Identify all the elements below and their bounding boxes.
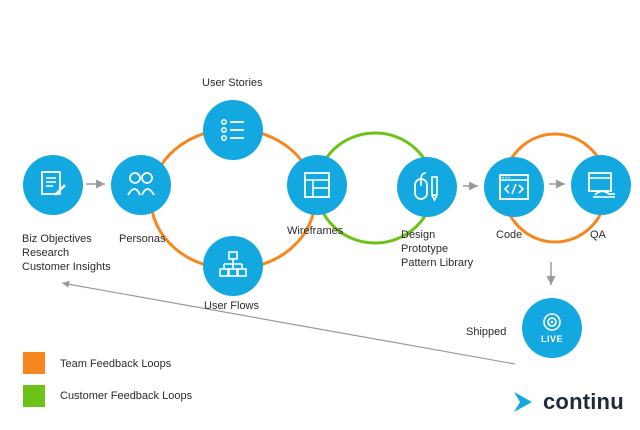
code-label: Code bbox=[496, 229, 523, 241]
wireframes-node bbox=[287, 155, 347, 215]
document-pen-icon bbox=[41, 171, 66, 196]
people-icon bbox=[127, 172, 155, 196]
design-node bbox=[397, 157, 457, 217]
biz-line-3: Customer Insights bbox=[22, 261, 111, 273]
design-line-2: Prototype bbox=[401, 243, 449, 255]
personas-label: Personas bbox=[119, 233, 166, 245]
customer-legend-label: Customer Feedback Loops bbox=[60, 390, 193, 402]
biz-line-2: Research bbox=[22, 247, 70, 259]
wireframe-layout-icon bbox=[304, 172, 330, 198]
user-flows-label: User Flows bbox=[204, 300, 260, 312]
live-broadcast-icon bbox=[543, 313, 561, 331]
customer-legend-swatch bbox=[23, 385, 45, 407]
qa-node bbox=[571, 155, 631, 215]
shipped-label: Shipped bbox=[466, 326, 507, 338]
code-window-icon bbox=[499, 174, 529, 200]
team-legend-label: Team Feedback Loops bbox=[60, 358, 172, 370]
biz-objectives-label: Biz Objectives Research Customer Insight… bbox=[22, 232, 111, 274]
qa-label: QA bbox=[590, 229, 606, 241]
continu-logo-mark bbox=[514, 392, 532, 412]
continu-logo-text: continu bbox=[543, 389, 624, 414]
user-stories-label: User Stories bbox=[202, 77, 263, 89]
design-label: Design Prototype Pattern Library bbox=[401, 228, 473, 270]
team-legend-swatch bbox=[23, 352, 45, 374]
code-node bbox=[484, 157, 544, 217]
design-line-3: Pattern Library bbox=[401, 257, 474, 269]
flowchart-icon bbox=[219, 251, 247, 277]
user-flows-node bbox=[203, 236, 263, 296]
design-line-1: Design bbox=[401, 229, 436, 241]
personas-node bbox=[111, 155, 171, 215]
biz-objectives-node bbox=[23, 155, 83, 215]
biz-line-1: Biz Objectives bbox=[22, 233, 92, 245]
qa-screen-check-icon bbox=[588, 172, 615, 198]
shipped-node: LIVE bbox=[522, 298, 582, 358]
list-icon bbox=[221, 119, 244, 141]
live-badge: LIVE bbox=[540, 334, 563, 344]
arrow-shipped-biz bbox=[61, 280, 516, 365]
mouse-pen-icon bbox=[414, 172, 438, 202]
user-stories-node bbox=[203, 100, 263, 160]
wireframes-label: Wireframes bbox=[287, 225, 344, 237]
